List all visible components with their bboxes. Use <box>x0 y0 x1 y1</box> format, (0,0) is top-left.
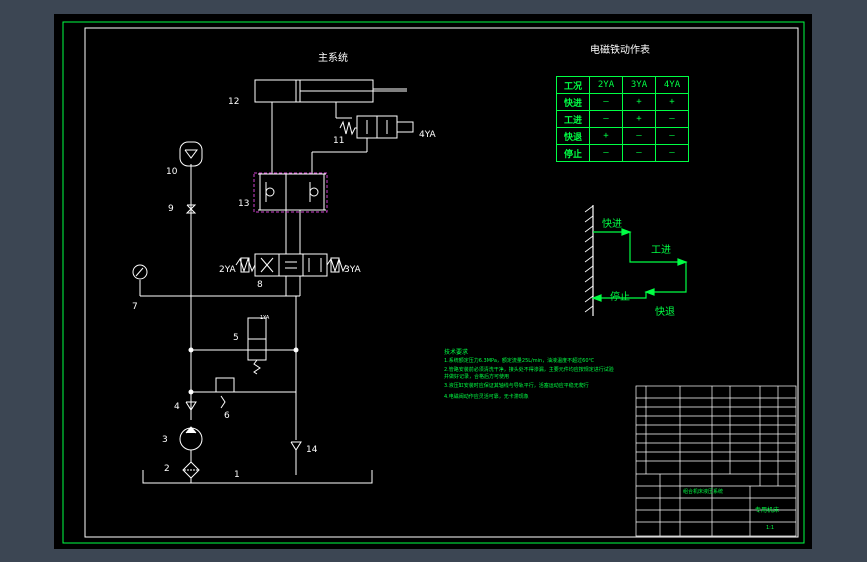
notes-line: 并做好记录，合格后方可使用 <box>444 374 510 380</box>
drawing-name: 组合机床液压系统 <box>683 489 724 495</box>
table-cell: — <box>589 144 623 162</box>
table-cell: 快进 <box>556 93 590 111</box>
notes-line: 4.电磁阀动作应灵活可靠，无卡滞现象 <box>444 394 529 400</box>
block-13-outline <box>253 172 328 213</box>
table-cell: — <box>589 110 623 128</box>
stop-valve-9 <box>185 204 197 214</box>
table-header-row: 工况 2YA 3YA 4YA <box>556 76 689 94</box>
oil-tank-1 <box>142 470 373 484</box>
solenoid-label: 4YA <box>419 130 436 140</box>
table-cell: + <box>589 127 623 145</box>
component-number: 3 <box>162 435 168 445</box>
table-cell: 工进 <box>556 110 590 128</box>
label-fast-return: 快退 <box>655 307 675 318</box>
solenoid-label: 1YA <box>260 315 270 321</box>
notes-line: 1.系统额定压力6.3MPa，额定流量25L/min，油液温度不超过60℃ <box>444 358 595 364</box>
component-number: 1 <box>234 470 240 480</box>
solenoid-4ya <box>396 121 414 133</box>
component-number: 13 <box>238 199 250 209</box>
table-row: 快退 + — — <box>556 127 689 145</box>
title-block-material: 专用机床 <box>755 507 780 514</box>
table-cell: — <box>589 93 623 111</box>
component-number: 7 <box>132 302 138 312</box>
header-cell: 4YA <box>655 76 689 94</box>
table-cell: + <box>655 93 689 111</box>
component-number: 6 <box>224 411 230 421</box>
table-cell: — <box>655 144 689 162</box>
header-cell: 2YA <box>589 76 623 94</box>
motion-cycle-diagram <box>584 205 688 316</box>
pressure-gauge <box>132 264 148 280</box>
table-row: 工进 — + — <box>556 110 689 128</box>
table-cell: 停止 <box>556 144 590 162</box>
table-row: 快进 — + + <box>556 93 689 111</box>
table-cell: — <box>655 127 689 145</box>
table-cell: — <box>622 127 656 145</box>
component-number: 14 <box>306 445 318 455</box>
outer-border <box>62 21 805 544</box>
component-number: 8 <box>257 280 263 290</box>
table-cell: — <box>622 144 656 162</box>
check-valve-4 <box>185 401 197 411</box>
hydraulic-circuit <box>132 79 414 484</box>
accumulator <box>179 141 203 167</box>
component-number: 9 <box>168 204 174 214</box>
table-row: 停止 — — — <box>556 144 689 162</box>
solenoid-label: 2YA <box>219 265 236 275</box>
component-number: 10 <box>166 167 178 177</box>
title-block <box>635 385 797 537</box>
system-title: 主系统 <box>318 53 348 64</box>
check-valve-14 <box>290 441 302 451</box>
label-work-feed: 工进 <box>651 245 671 256</box>
component-number: 11 <box>333 136 345 146</box>
table-cell: — <box>655 110 689 128</box>
component-number: 4 <box>174 402 180 412</box>
notes-heading: 技术要求 <box>444 349 469 356</box>
table-cell: + <box>622 93 656 111</box>
solenoid-label: 3YA <box>344 265 361 275</box>
component-number: 5 <box>233 333 239 343</box>
table-title: 电磁铁动作表 <box>590 45 650 56</box>
header-cell: 工况 <box>556 76 590 94</box>
notes-line: 2.管路安装前必须清洗干净，接头处不得渗漏，主要元件均应按规定进行试验 <box>444 367 614 373</box>
notes-line: 3.液压缸安装时应保证其轴线与导轨平行，活塞运动应平稳无爬行 <box>444 383 589 389</box>
title-block-scale: 1:1 <box>766 525 775 531</box>
table-cell: + <box>622 110 656 128</box>
table-cell: 快退 <box>556 127 590 145</box>
header-cell: 3YA <box>622 76 656 94</box>
label-stop: 停止 <box>610 292 630 303</box>
inner-border <box>84 27 799 538</box>
solenoid-action-table: 工况 2YA 3YA 4YA 快进 — + + 工进 — + — 快退 + — … <box>556 76 689 162</box>
label-fast-forward: 快进 <box>602 219 622 230</box>
component-number: 2 <box>164 464 170 474</box>
component-number: 12 <box>228 97 240 107</box>
